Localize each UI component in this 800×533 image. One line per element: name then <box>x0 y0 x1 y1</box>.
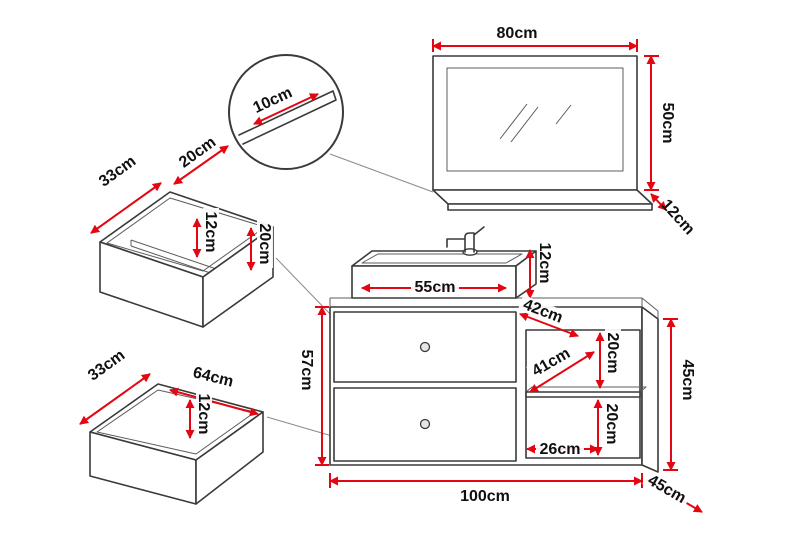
mirror-frame <box>432 55 638 191</box>
dim-line <box>173 145 229 185</box>
dim-line <box>519 312 579 338</box>
dim-organizer-inner-height: 12cm <box>192 208 219 258</box>
label-halo <box>196 390 212 438</box>
dim-mirror-height: 50cm <box>644 55 676 191</box>
dim-niche-width: 26cm <box>526 441 599 458</box>
organizer-partition <box>130 239 235 282</box>
label-halo <box>604 400 620 448</box>
dim-cabinet-width: 100cm <box>329 473 643 505</box>
label-halo <box>247 82 299 119</box>
dim-niche-lower-height-label: 20cm <box>603 404 620 445</box>
dim-cabinet-height-label: 57cm <box>298 350 315 391</box>
mirror-reflection-lines <box>499 103 572 143</box>
detail-callout: 10cm <box>228 54 344 170</box>
dim-sink-width-label: 55cm <box>415 279 456 296</box>
dim-sink-height: 12cm <box>525 239 553 299</box>
dim-drawer-width-label: 64cm <box>191 364 235 390</box>
mirror <box>432 55 653 211</box>
dim-mirror-shelf-depth-label: 12cm <box>658 196 698 238</box>
dim-line <box>650 193 667 211</box>
drawer-organizer-box <box>99 191 274 328</box>
dim-line <box>253 93 319 125</box>
dim-organizer-width-label: 20cm <box>176 134 219 172</box>
dim-mirror-width: 80cm <box>432 25 638 52</box>
label-halo <box>173 131 223 174</box>
dim-line <box>79 373 151 425</box>
dim-line <box>90 182 162 234</box>
label-halo <box>680 356 696 404</box>
dim-drawer-width: 64cm <box>169 363 259 417</box>
dim-niche-upper-height-label: 20cm <box>604 333 621 374</box>
dim-organizer-height: 20cm <box>246 220 273 271</box>
label-halo <box>605 329 621 377</box>
dim-line <box>169 387 259 417</box>
dim-sink-height-label: 12cm <box>536 243 553 284</box>
cabinet-right-panel <box>641 306 659 473</box>
label-halo <box>187 363 239 392</box>
dim-line <box>529 351 595 393</box>
mirror-glass <box>446 67 624 172</box>
dim-sink-width: 55cm <box>361 279 507 296</box>
dim-mirror-shelf-depth: 12cm <box>650 193 698 238</box>
dim-drawer-inner-height: 12cm <box>185 390 212 439</box>
sink-basin-rim <box>361 253 523 264</box>
label-halo <box>93 150 143 193</box>
label-halo <box>257 220 273 268</box>
dim-drawer-inner-height-label: 12cm <box>195 394 212 435</box>
drawer-right-face <box>195 411 264 505</box>
label-halo <box>526 343 576 381</box>
label-halo <box>642 470 692 508</box>
label-halo <box>517 294 569 328</box>
mirror-shelf-front <box>447 203 653 211</box>
mirror-shelf-top <box>432 189 653 205</box>
dim-organizer-width: 20cm <box>173 131 229 185</box>
dim-cabinet-height: 57cm <box>298 306 329 466</box>
dim-niche-upper-height: 20cm <box>595 329 621 389</box>
niche-shelf-front <box>525 391 641 398</box>
dim-mirror-width-label: 80cm <box>497 25 538 42</box>
dim-organizer-height-label: 20cm <box>256 224 273 265</box>
dim-cabinet-width-label: 100cm <box>460 488 510 505</box>
faucet <box>446 226 485 253</box>
knob-bottom <box>419 418 431 430</box>
dim-niche-width-label: 26cm <box>540 441 581 458</box>
dim-niche-lower-height: 20cm <box>593 399 620 456</box>
dim-drawer-depth-label: 33cm <box>85 347 128 385</box>
dim-side-height: 45cm <box>663 318 696 471</box>
label-halo <box>82 344 132 387</box>
dim-cabinet-depth-label: 45cm <box>645 472 689 507</box>
detail-circle <box>228 54 344 170</box>
knob-top <box>419 341 431 353</box>
leader-detail-to-mirror <box>329 153 434 193</box>
label-halo <box>203 208 219 256</box>
label-halo <box>537 239 553 287</box>
sink-top-face <box>351 250 537 267</box>
dim-cabinet-depth: 45cm <box>642 470 703 513</box>
label-halo <box>299 346 315 394</box>
label-halo <box>411 279 459 295</box>
dim-organizer-depth-label: 33cm <box>96 153 139 191</box>
label-halo <box>536 441 584 457</box>
label-halo <box>454 487 516 504</box>
dim-organizer-inner-height-label: 12cm <box>202 212 219 253</box>
dim-side-height-label: 45cm <box>679 360 696 401</box>
drawer-box <box>89 383 264 505</box>
dim-mirror-height-label: 50cm <box>659 103 676 144</box>
